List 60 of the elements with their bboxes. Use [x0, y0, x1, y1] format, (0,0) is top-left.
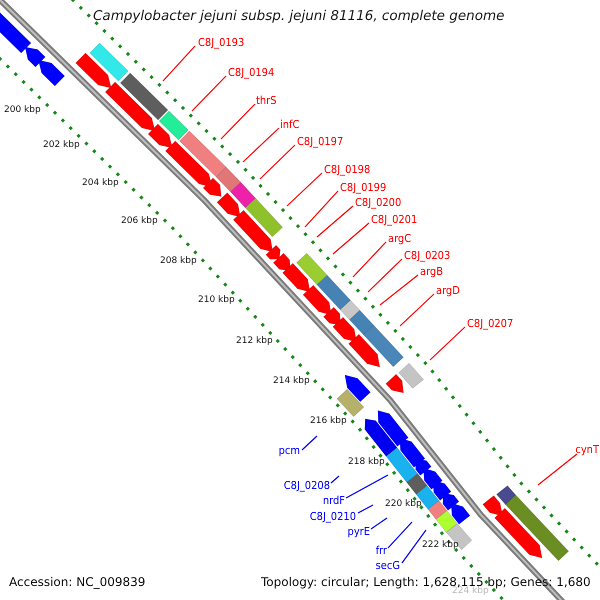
gene-label: C8J_0194 [228, 67, 274, 78]
leader-line [380, 274, 418, 306]
gene-label: C8J_0193 [198, 37, 244, 48]
scale-label: 206 kbp [121, 217, 158, 226]
leader-line [242, 128, 280, 162]
gene-label: C8J_0207 [467, 318, 514, 329]
gene-label: C8J_0208 [284, 480, 330, 491]
leader-line [402, 530, 426, 564]
scale-label: 204 kbp [82, 179, 119, 188]
gene-label: C8J_0197 [297, 136, 344, 147]
leader-line [352, 242, 386, 278]
leader-line [162, 46, 196, 82]
gene-label: argC [388, 233, 412, 244]
leader-line [368, 258, 402, 292]
scale-label: 224 kbp [452, 587, 489, 596]
gene-label: C8J_0203 [404, 250, 450, 261]
scale-label: 200 kbp [4, 106, 41, 115]
gene-label: argD [436, 285, 460, 296]
leader-line [192, 76, 226, 112]
leader-line [400, 294, 434, 326]
gene-label: cynT [575, 444, 599, 455]
scale-label: 214 kbp [273, 377, 310, 386]
gene-label: pyrE [348, 526, 370, 537]
gene-label: argB [420, 266, 444, 277]
gene-label: C8J_0199 [340, 182, 386, 193]
gene-label: frr [376, 545, 387, 556]
gene-label: C8J_0198 [324, 164, 370, 175]
leader-line [316, 206, 354, 238]
gene-label: pcm [278, 445, 300, 456]
leader-line [304, 190, 338, 228]
leader-line [220, 104, 256, 140]
info-text: Accession: NC_009839 [9, 576, 146, 588]
leader-line [346, 474, 388, 499]
gene-label: secG [376, 560, 400, 571]
scale-label: 208 kbp [160, 257, 197, 266]
gene-label: C8J_0200 [355, 197, 402, 208]
scale-label: 218 kbp [348, 458, 385, 467]
leader-line [430, 326, 466, 360]
gene-label: nrdF [322, 495, 345, 506]
gene-label: thrS [256, 95, 277, 106]
info-text: Topology: circular; Length: 1,628,115 bp; Genes: 1,680 [261, 576, 591, 588]
leader-line [332, 222, 370, 254]
scale-label: 222 kbp [422, 541, 459, 550]
title: Campylobacter jejuni subsp. jejuni 81116, complete genome [93, 10, 504, 24]
leader-line [302, 436, 318, 450]
leader-line [286, 172, 322, 206]
leader-line [330, 476, 340, 484]
scale-label: 202 kbp [43, 141, 80, 150]
scale-label: 220 kbp [385, 500, 422, 509]
gene-label: C8J_0201 [371, 214, 418, 225]
leader-line [388, 522, 412, 548]
scale-label: 212 kbp [236, 337, 273, 346]
gene-label: infC [280, 119, 300, 130]
leader-line [260, 144, 296, 180]
scale-label: 216 kbp [310, 417, 347, 426]
scale-label: 210 kbp [198, 296, 235, 305]
leader-line [358, 504, 374, 514]
gene-label: C8J_0210 [310, 511, 356, 522]
leader-line [370, 518, 388, 530]
leader-line [538, 454, 578, 486]
